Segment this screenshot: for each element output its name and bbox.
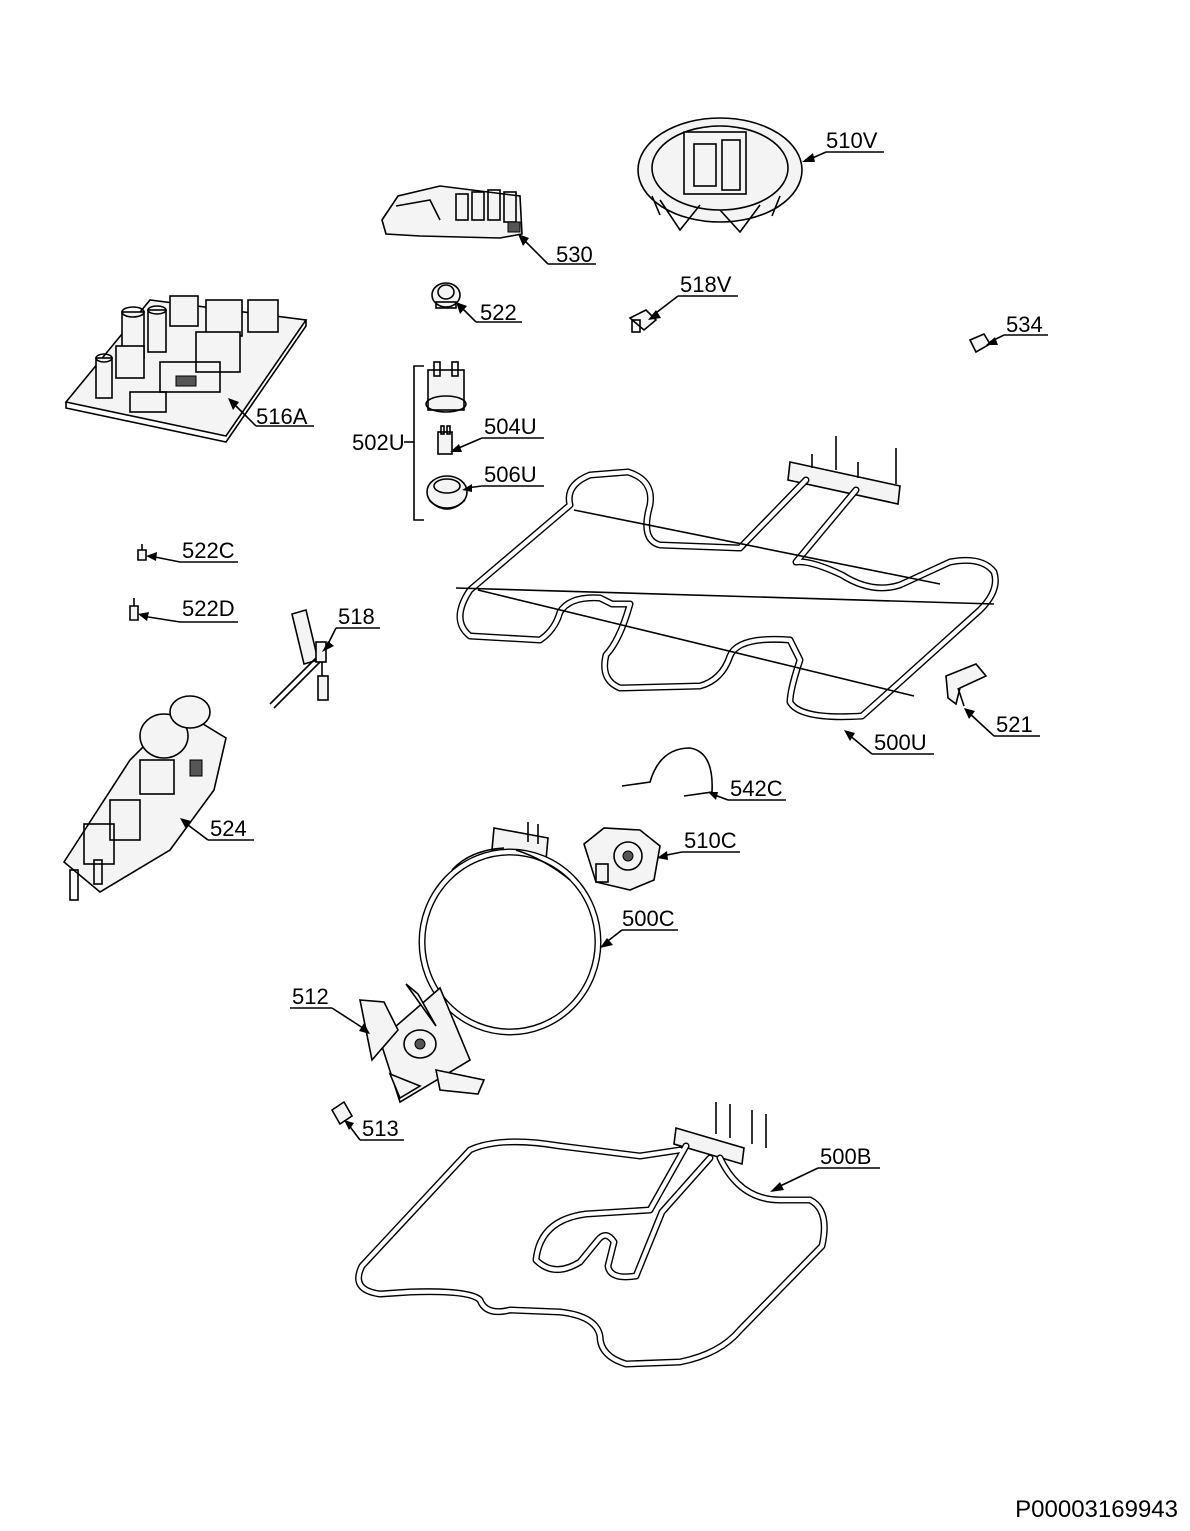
part-518-sensor[interactable] <box>269 609 329 709</box>
part-524-switch-assembly[interactable] <box>62 695 227 901</box>
label-524: 524 <box>180 816 254 841</box>
label-530: 530 <box>518 234 596 267</box>
part-522C-pin[interactable] <box>137 544 147 561</box>
label-513: 513 <box>344 1116 404 1141</box>
label-500B: 500B <box>770 1144 880 1192</box>
label-521-text: 521 <box>996 712 1033 737</box>
label-500C-text: 500C <box>622 906 675 931</box>
part-522D-pin[interactable] <box>129 598 139 621</box>
part-542C-wire[interactable] <box>621 747 713 797</box>
label-513-text: 513 <box>362 1116 399 1141</box>
label-522-text: 522 <box>480 300 517 325</box>
label-510V: 510V <box>802 128 884 162</box>
part-521-clip[interactable] <box>945 663 988 707</box>
label-521: 521 <box>964 708 1040 737</box>
label-524-text: 524 <box>210 816 247 841</box>
label-516A-text: 516A <box>256 404 308 429</box>
part-522-lamp-holder[interactable] <box>431 282 461 309</box>
part-510C-motor[interactable] <box>583 827 661 891</box>
label-504U-text: 504U <box>484 414 537 439</box>
label-518-text: 518 <box>338 604 375 629</box>
label-510V-text: 510V <box>826 128 878 153</box>
label-500B-text: 500B <box>820 1144 871 1169</box>
label-542C-text: 542C <box>730 776 783 801</box>
label-510C-text: 510C <box>684 828 737 853</box>
label-504U: 504U <box>450 414 544 452</box>
label-506U-text: 506U <box>484 462 537 487</box>
label-522D: 522D <box>138 596 238 623</box>
part-512-fan-blade[interactable] <box>359 983 486 1104</box>
label-512-text: 512 <box>292 984 329 1009</box>
part-504U-bulb[interactable] <box>437 425 453 455</box>
label-522C-text: 522C <box>182 538 235 563</box>
label-522C: 522C <box>146 538 238 563</box>
label-518V-text: 518V <box>680 272 732 297</box>
part-518V-clip[interactable] <box>628 309 658 333</box>
part-500C-circular-element[interactable] <box>418 822 602 1036</box>
part-513-nut[interactable] <box>330 1100 354 1126</box>
part-500U-grill-element[interactable] <box>455 436 999 721</box>
label-530-text: 530 <box>556 242 593 267</box>
label-512: 512 <box>290 984 370 1034</box>
label-506U: 506U <box>462 462 544 492</box>
label-518V: 518V <box>648 272 738 320</box>
label-522: 522 <box>456 300 522 325</box>
part-506U-glass-cover[interactable] <box>426 475 468 510</box>
label-534: 534 <box>986 312 1048 345</box>
label-522D-text: 522D <box>182 596 235 621</box>
label-516A: 516A <box>228 398 314 429</box>
label-502U-text: 502U <box>352 430 405 455</box>
part-502U-lamp-assembly[interactable] <box>425 361 467 413</box>
part-530-terminal-block[interactable] <box>381 185 523 239</box>
label-500C: 500C <box>600 906 678 948</box>
label-500U-text: 500U <box>874 730 927 755</box>
document-id: P00003169943 <box>1015 1496 1178 1523</box>
part-500B-bottom-element[interactable] <box>355 1102 828 1368</box>
label-542C: 542C <box>708 776 786 801</box>
label-534-text: 534 <box>1006 312 1043 337</box>
part-516A-control-board[interactable] <box>64 295 308 443</box>
label-500U: 500U <box>844 730 934 755</box>
label-510C: 510C <box>657 828 740 860</box>
part-534-cap[interactable] <box>968 332 992 354</box>
bracket-502U: 502U <box>352 365 424 521</box>
label-518: 518 <box>322 604 380 652</box>
part-510V-fan-motor[interactable] <box>637 117 803 234</box>
